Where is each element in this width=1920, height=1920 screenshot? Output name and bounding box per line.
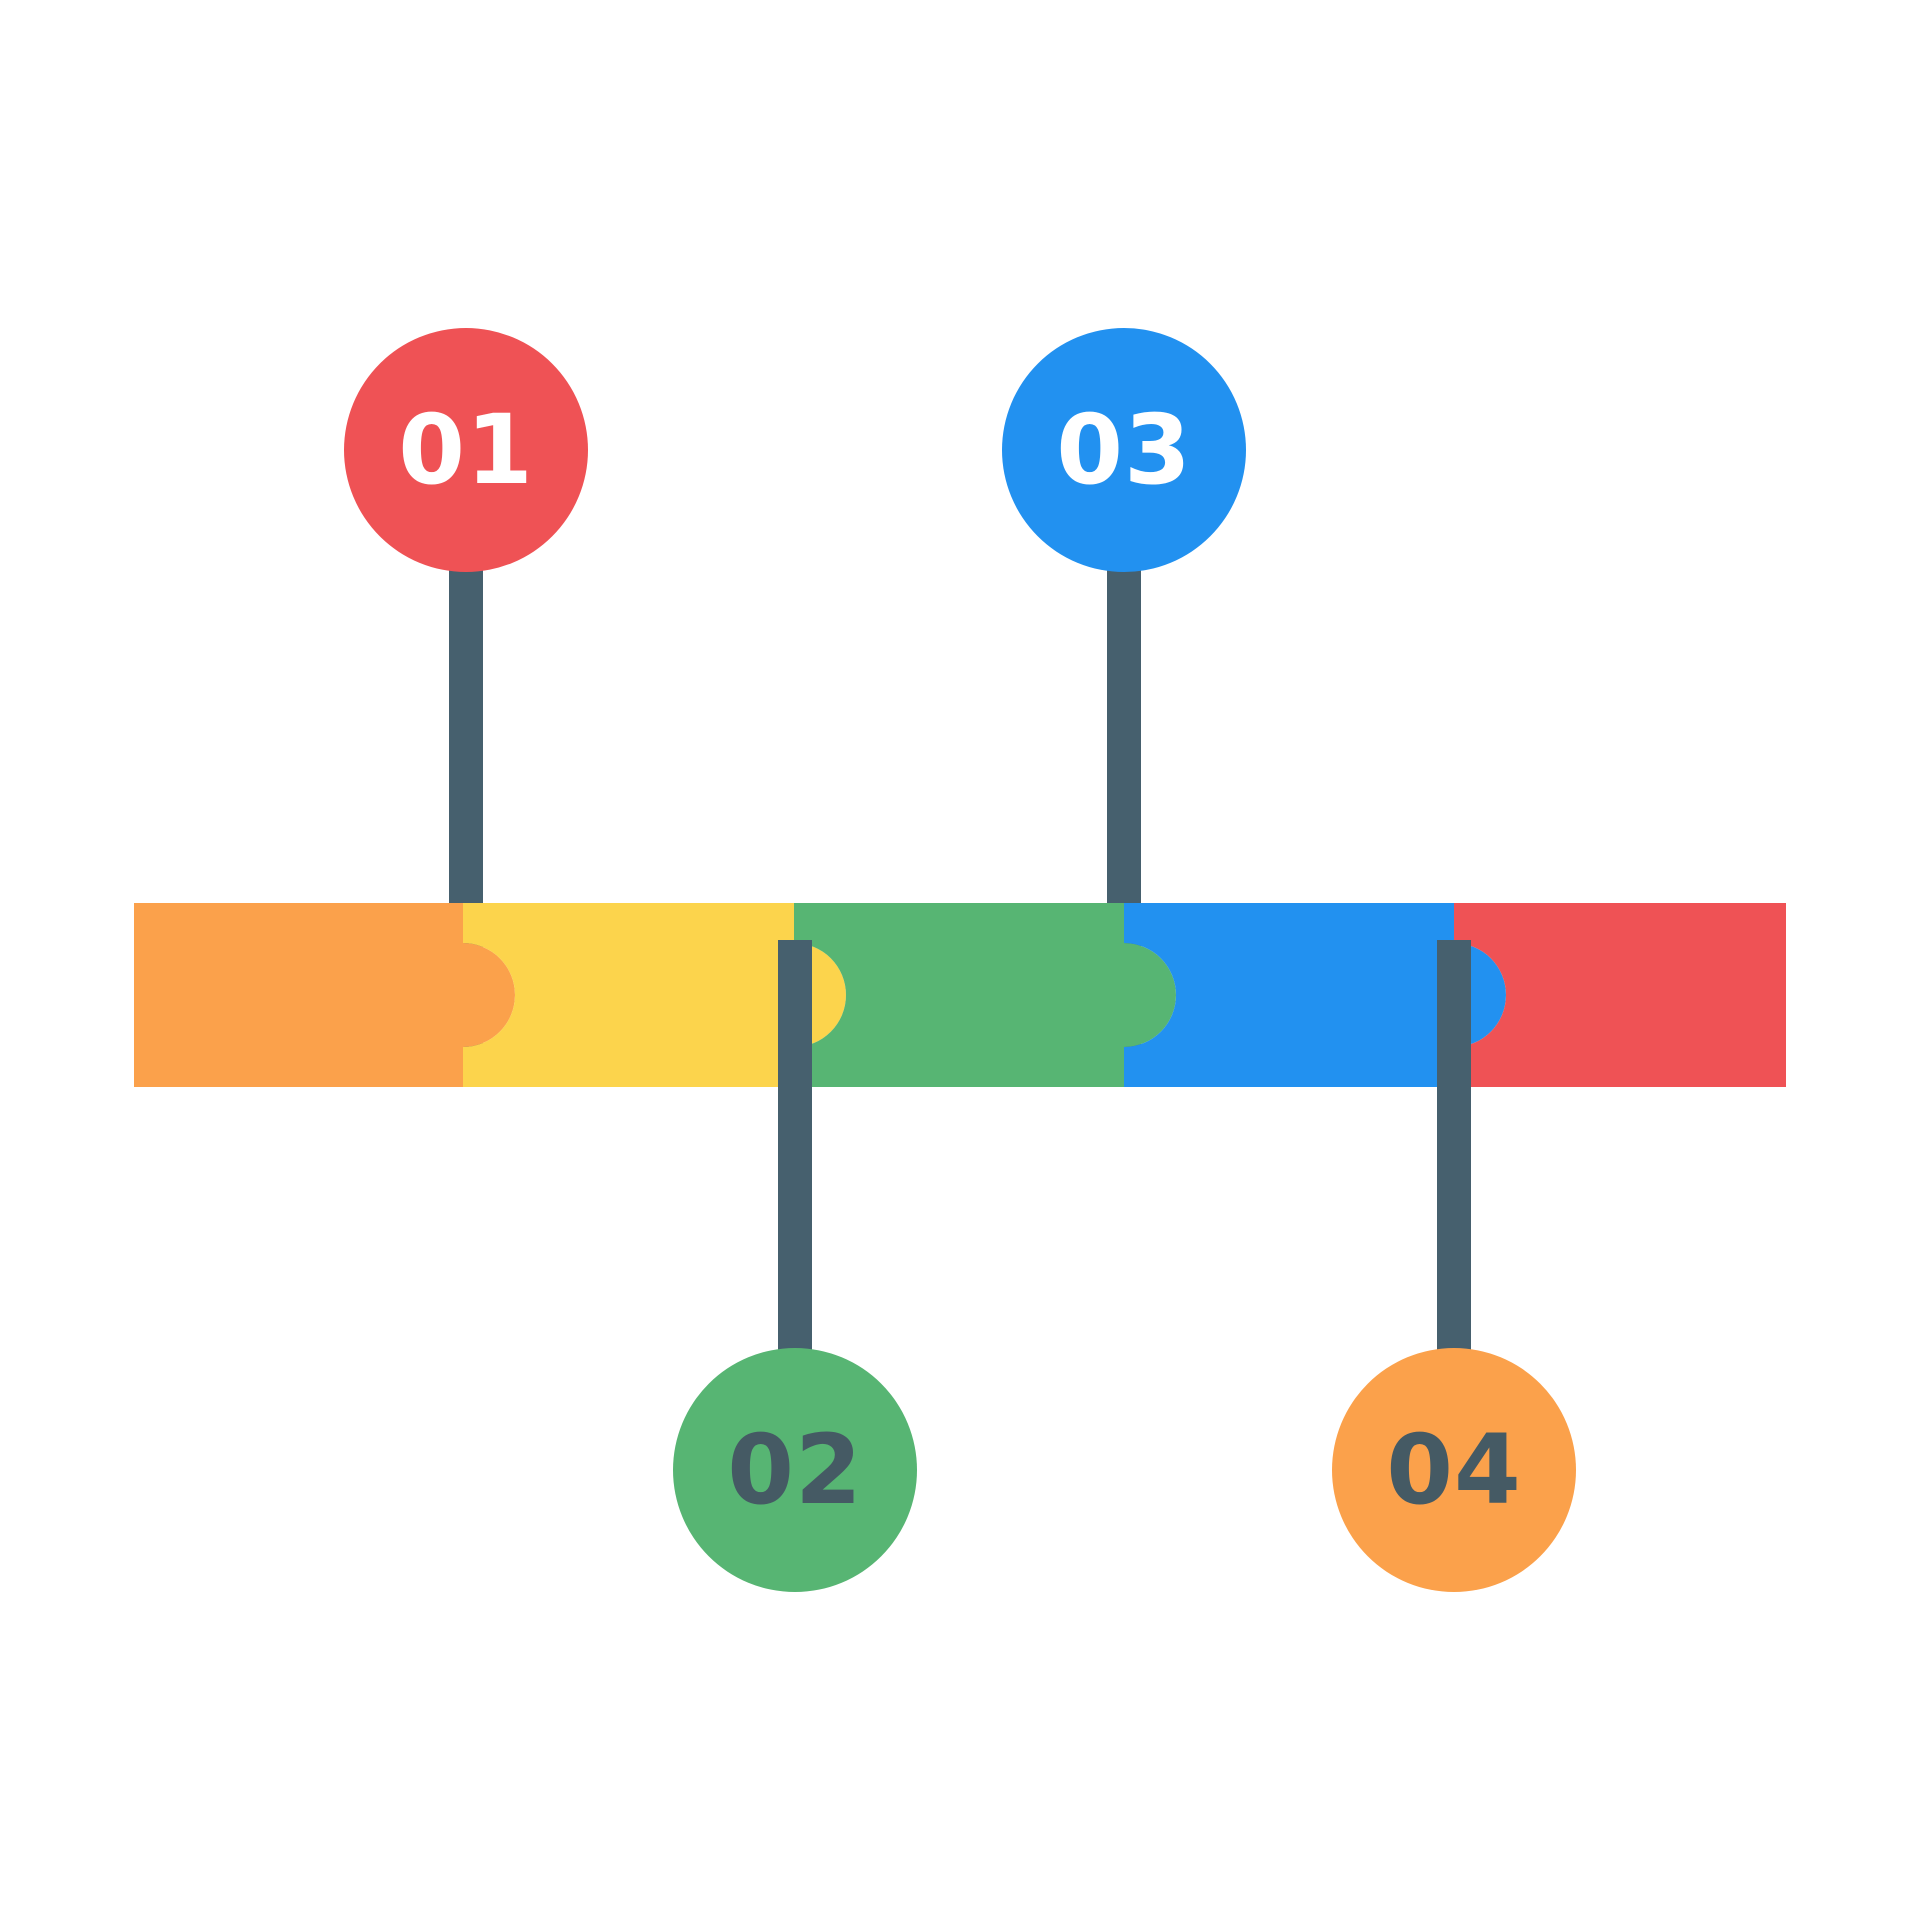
node-circles-group: 01 02 03 04 [344,328,1576,1592]
puzzle-bar [134,903,1786,1087]
node-01[interactable]: 01 [344,328,588,572]
node-04-circle[interactable] [1332,1348,1576,1592]
bar-segment-3[interactable] [794,903,1176,1087]
node-04-number: 04 [1386,1414,1522,1526]
bar-segment-2[interactable] [463,903,846,1087]
node-01-circle[interactable] [344,328,588,572]
node-02-circle[interactable] [673,1348,917,1592]
node-03-circle[interactable] [1002,328,1246,572]
bar-segment-4[interactable] [1124,903,1506,1087]
node-02[interactable]: 02 [673,1348,917,1592]
node-03-number: 03 [1056,394,1192,506]
bar-segment-1[interactable] [134,903,515,1087]
node-02-number: 02 [727,1414,863,1526]
node-04[interactable]: 04 [1332,1348,1576,1592]
bar-segment-5[interactable] [1454,903,1786,1087]
node-01-number: 01 [398,394,534,506]
node-03[interactable]: 03 [1002,328,1246,572]
